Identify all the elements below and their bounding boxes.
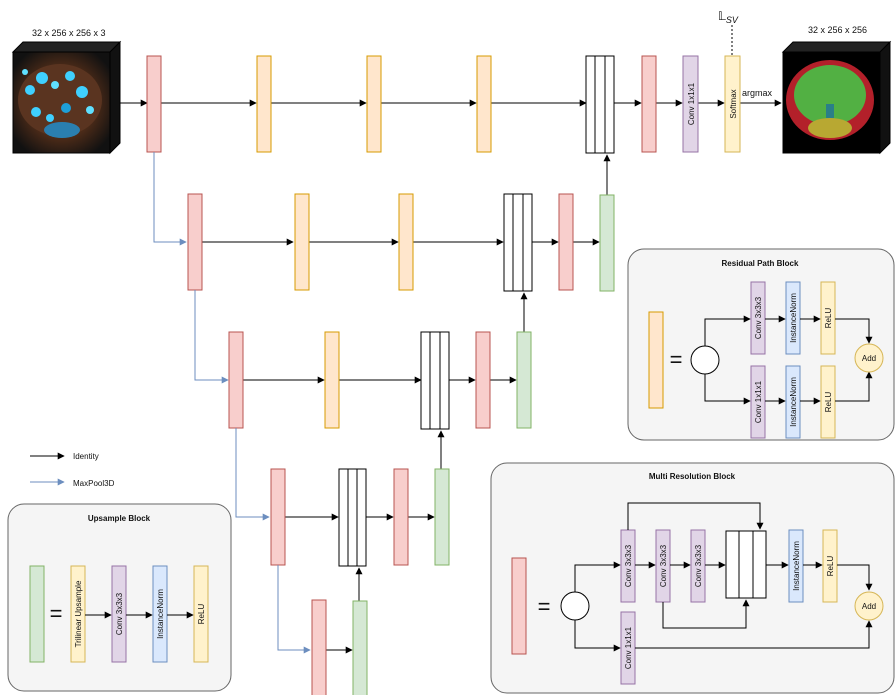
residual-block-l3 <box>324 331 340 429</box>
upsample-block-l5 <box>352 600 368 695</box>
residual-conv3-label: Conv 3x3x3 <box>754 296 763 339</box>
residual-block-l1-b <box>366 55 382 153</box>
upsample-block-title: Upsample Block <box>88 514 151 523</box>
upsample-equals: = <box>50 601 63 626</box>
residual-add-node <box>854 343 884 373</box>
trilinear-upsample-layer <box>70 565 86 663</box>
multires-equals: = <box>538 594 551 619</box>
residual-relu-bottom-label: ReLU <box>824 392 833 413</box>
multires-conv-c-label: Conv 3x3x3 <box>694 544 703 587</box>
softmax-label: Softmax <box>729 89 738 118</box>
legend-maxpool-label: MaxPool3D <box>73 479 115 488</box>
residual-norm-top-label: InstanceNorm <box>789 293 798 343</box>
upsample-relu-layer <box>193 565 209 663</box>
upsample-block-l4 <box>434 468 450 566</box>
input-dim-label: 32 x 256 x 256 x 3 <box>32 28 106 38</box>
input-ct-cube <box>11 40 122 155</box>
upsample-norm-label: InstanceNorm <box>156 589 165 639</box>
upsample-norm-layer <box>152 565 168 663</box>
residual-split-node <box>690 345 720 375</box>
concat-block-l3 <box>420 331 450 430</box>
concat-block-l1 <box>585 55 615 154</box>
multires-block-l1-dec <box>641 55 657 153</box>
residual-orange-block <box>648 311 664 409</box>
multires-block-l3 <box>228 331 244 429</box>
residual-relu-bottom <box>820 365 836 439</box>
residual-block-title: Residual Path Block <box>722 259 799 268</box>
multires-norm-label: InstanceNorm <box>792 541 801 591</box>
multires-shortcut-label: Conv 1x1x1 <box>624 626 633 669</box>
conv1x1-block <box>682 55 699 153</box>
multires-relu-label: ReLU <box>826 556 835 577</box>
residual-block-l2-a <box>294 193 310 291</box>
multires-conv-b-label: Conv 3x3x3 <box>659 544 668 587</box>
residual-relu-top-label: ReLU <box>824 308 833 329</box>
residual-norm-bottom-label: InstanceNorm <box>789 377 798 427</box>
residual-norm-bottom <box>785 365 801 439</box>
softmax-block <box>724 55 741 153</box>
multires-block-l1 <box>146 55 162 153</box>
multires-relu-layer <box>822 529 838 603</box>
multires-block-l4-dec <box>393 468 409 566</box>
residual-conv3-layer <box>750 281 766 355</box>
multires-add-label: Add <box>862 602 876 611</box>
residual-equals: = <box>670 347 683 372</box>
multires-concat <box>725 530 767 599</box>
output-seg-cube <box>781 40 892 155</box>
upsample-block-l2 <box>599 194 615 292</box>
residual-add-label: Add <box>862 354 876 363</box>
concat-block-l2 <box>503 193 533 292</box>
multires-block-title: Multi Resolution Block <box>649 472 736 481</box>
multires-block-l4 <box>270 468 286 566</box>
legend-identity-label: Identity <box>73 452 99 461</box>
upsample-relu-label: ReLU <box>197 604 206 625</box>
residual-norm-top <box>785 281 801 355</box>
trilinear-upsample-label: Trilinear Upsample <box>74 580 83 647</box>
conv1x1-label: Conv 1x1x1 <box>687 82 696 125</box>
concat-block-l4 <box>338 468 367 567</box>
upsample-conv-layer <box>111 565 127 663</box>
upsample-conv-label: Conv 3x3x3 <box>115 592 124 635</box>
output-dim-label: 32 x 256 x 256 <box>808 25 867 35</box>
multires-red-block <box>511 557 527 655</box>
residual-conv1-label: Conv 1x1x1 <box>754 380 763 423</box>
multires-block-l5 <box>311 599 327 695</box>
upsample-block-l3 <box>516 331 532 429</box>
residual-block-l2-b <box>398 193 414 291</box>
upsample-green-block <box>29 565 45 663</box>
multires-block-l2-dec <box>558 193 574 291</box>
multires-block-l2 <box>187 193 203 291</box>
multires-conv-c <box>690 529 706 603</box>
residual-relu-top <box>820 281 836 355</box>
multires-split-node <box>560 591 590 621</box>
multires-conv-a-label: Conv 3x3x3 <box>624 544 633 587</box>
residual-conv1-layer <box>750 365 766 439</box>
multires-norm-layer <box>788 529 804 603</box>
multires-block-l3-dec <box>475 331 491 429</box>
argmax-label: argmax <box>742 88 773 98</box>
residual-block-l1-c <box>476 55 492 153</box>
loss-label: 𝕃SV <box>718 9 739 25</box>
multires-add-node <box>854 591 884 621</box>
residual-block-l1-a <box>256 55 272 153</box>
